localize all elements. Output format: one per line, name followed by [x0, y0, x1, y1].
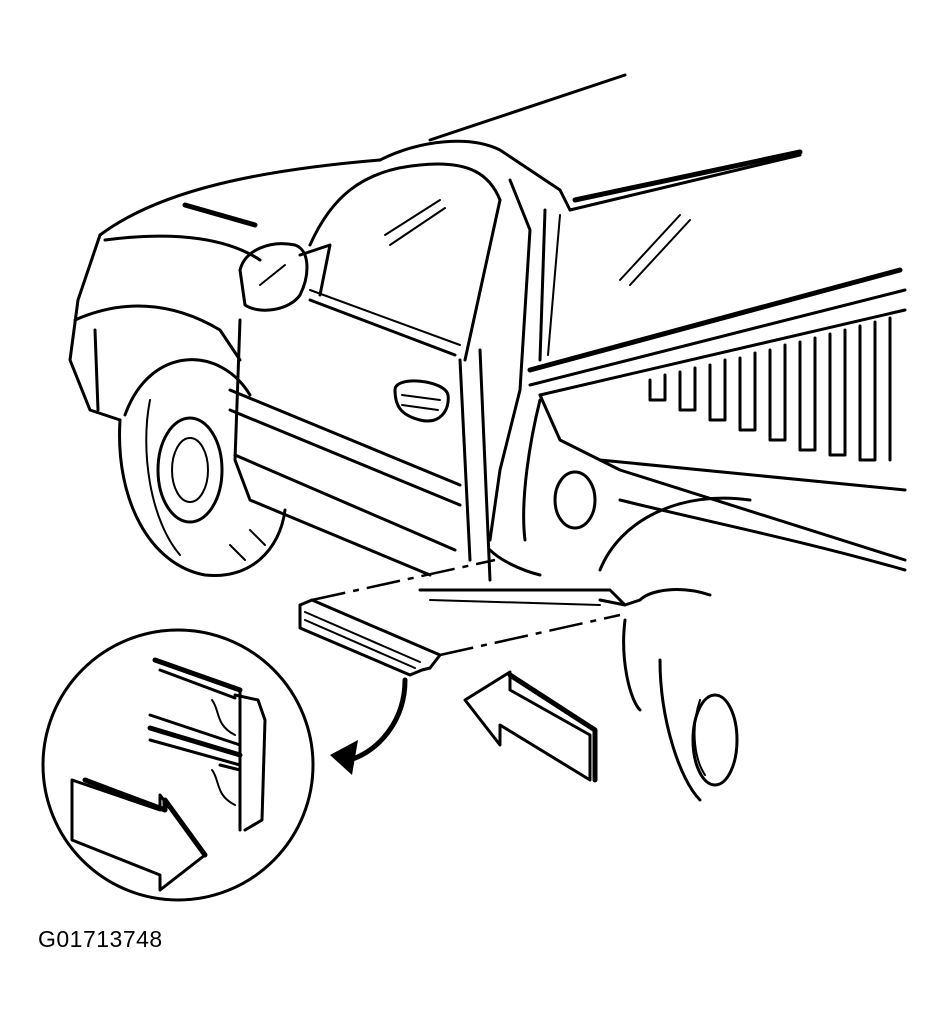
alignment-lines — [311, 558, 621, 657]
side-mirror — [238, 242, 332, 312]
truck-bed — [522, 267, 907, 572]
step-well — [418, 548, 627, 607]
truck-hood — [68, 158, 382, 422]
front-wheel — [118, 358, 287, 578]
step-pad — [298, 598, 442, 677]
figure-id-label: G01713748 — [38, 926, 163, 952]
clip-detail — [147, 657, 267, 832]
rear-wheel — [598, 496, 752, 802]
door-handle — [393, 379, 450, 423]
truck-cab — [228, 73, 803, 582]
bed-ribs — [648, 316, 892, 462]
curved-arrow-to-detail — [330, 677, 408, 775]
detail-magnifier — [41, 628, 315, 902]
install-direction-arrow — [463, 670, 598, 783]
detail-direction-arrow — [70, 777, 208, 892]
